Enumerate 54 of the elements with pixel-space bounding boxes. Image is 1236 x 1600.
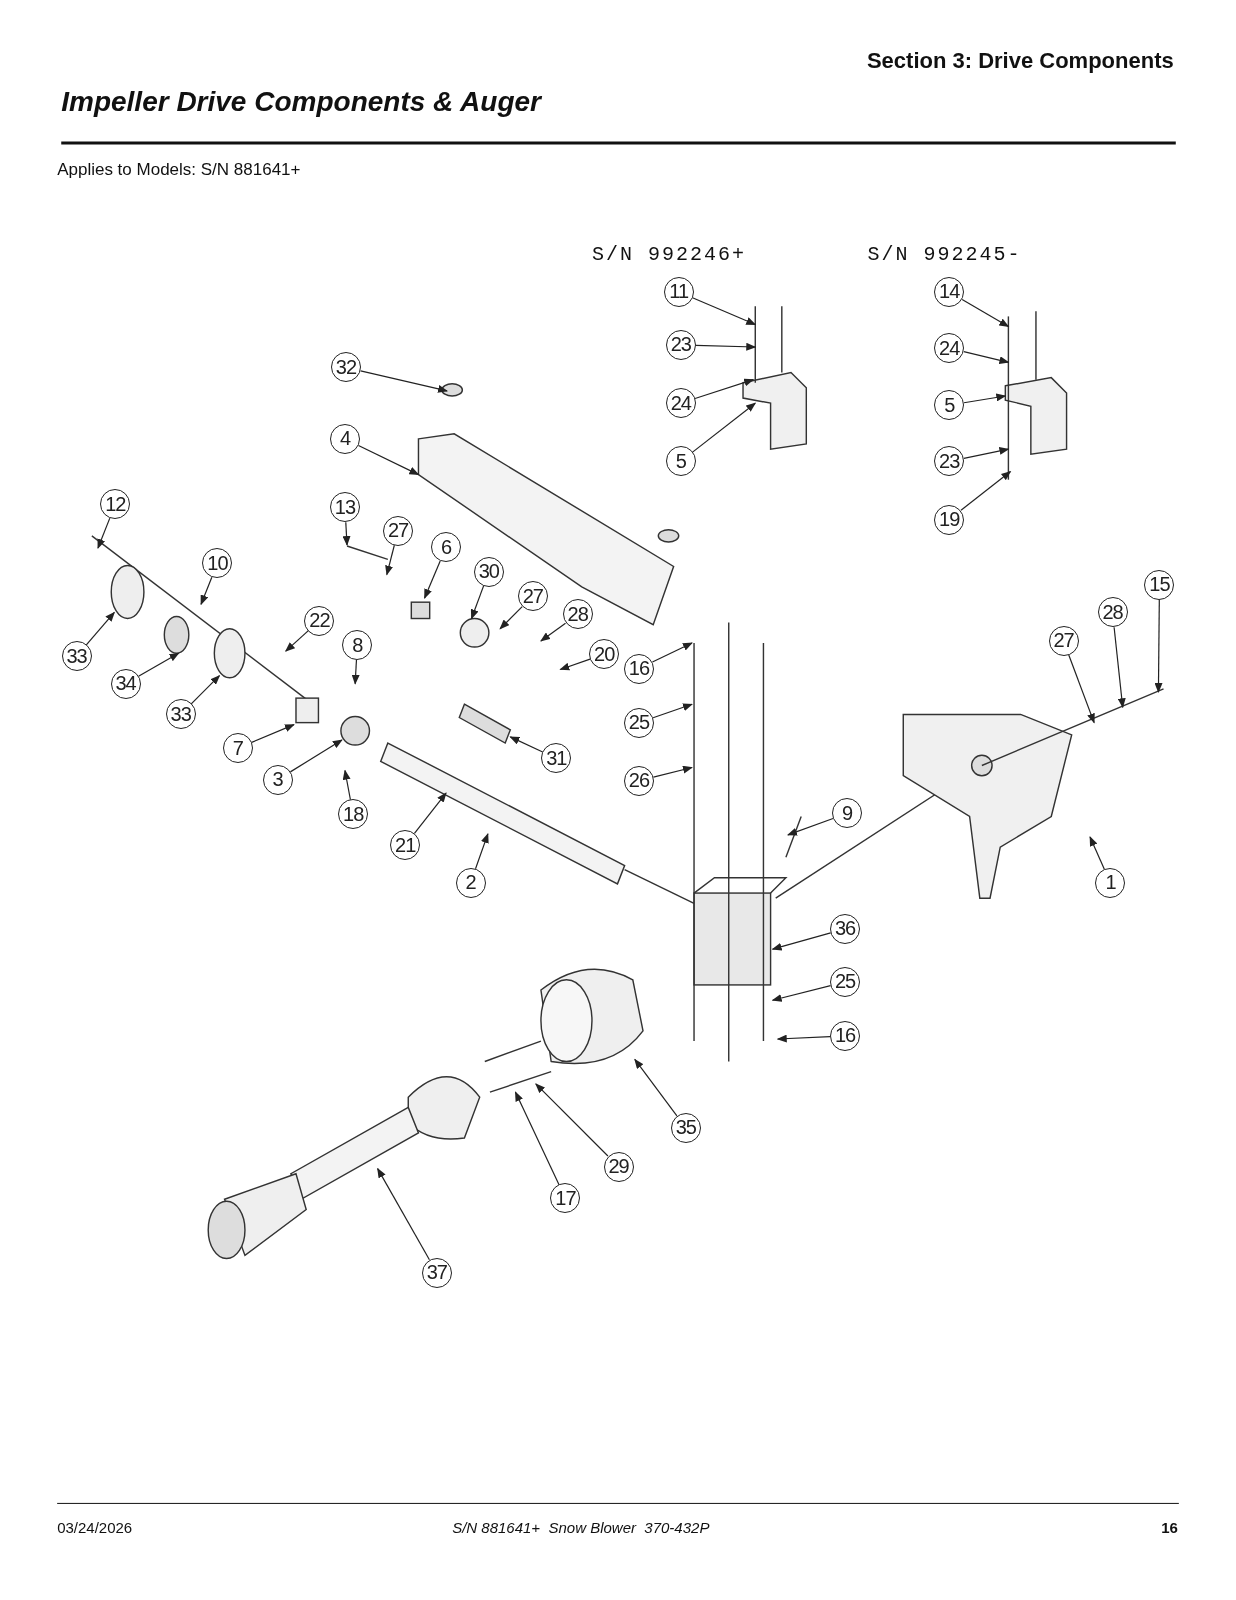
leader-line bbox=[787, 817, 834, 836]
leader-line bbox=[771, 932, 832, 951]
leader-line bbox=[559, 658, 591, 671]
leader-line bbox=[385, 544, 395, 576]
leader-line bbox=[470, 585, 485, 620]
leader-line bbox=[692, 402, 757, 453]
serial-range-label: S/N 992245- bbox=[867, 242, 1022, 266]
leader-line bbox=[190, 674, 221, 705]
leader-line bbox=[200, 576, 213, 606]
leader-line bbox=[357, 444, 420, 476]
leader-line bbox=[342, 521, 351, 546]
leader-line bbox=[285, 630, 309, 652]
leader-line bbox=[413, 792, 447, 834]
page-title: Impeller Drive Components & Auger bbox=[61, 85, 541, 118]
leader-line bbox=[377, 1167, 431, 1261]
leader-line bbox=[963, 350, 1010, 365]
leader-line bbox=[961, 298, 1010, 328]
leader-line bbox=[652, 765, 693, 778]
leader-line bbox=[342, 769, 351, 801]
leader-line bbox=[1068, 654, 1095, 724]
leader-line bbox=[289, 739, 343, 773]
section-heading: Section 3: Drive Components bbox=[866, 47, 1174, 74]
leader-line bbox=[1113, 626, 1126, 709]
leader-line bbox=[474, 832, 489, 870]
leader-line bbox=[776, 1034, 831, 1043]
leader-line bbox=[97, 517, 111, 549]
leader-line bbox=[351, 659, 360, 685]
leader-line bbox=[85, 611, 115, 646]
leader-line bbox=[651, 642, 693, 663]
leader-line bbox=[535, 1083, 609, 1157]
leader-line bbox=[360, 370, 448, 393]
page-number: 16 bbox=[1161, 1518, 1178, 1536]
leader-line bbox=[514, 1091, 560, 1186]
leader-line bbox=[960, 470, 1012, 511]
leader-line bbox=[694, 378, 755, 400]
leader-line bbox=[251, 724, 295, 743]
serial-range-label: S/N 992246+ bbox=[591, 242, 746, 266]
leader-line bbox=[695, 342, 757, 351]
leader-line bbox=[1154, 599, 1163, 693]
leader-line bbox=[137, 652, 180, 677]
footer-document-id: S/N 881641+ Snow Blower 370-432P bbox=[452, 1518, 710, 1536]
leader-line bbox=[499, 606, 523, 630]
leader-line bbox=[691, 297, 757, 326]
leader-line bbox=[771, 984, 832, 1002]
leader-line bbox=[424, 560, 441, 599]
leader-line bbox=[963, 447, 1010, 459]
leader-line bbox=[509, 736, 544, 753]
footer-date: 03/24/2026 bbox=[57, 1518, 133, 1536]
leader-line bbox=[634, 1058, 678, 1117]
leader-line bbox=[652, 703, 693, 719]
leader-line bbox=[1089, 836, 1105, 870]
models-note: Applies to Models: S/N 881641+ bbox=[57, 160, 301, 181]
leader-line bbox=[963, 393, 1007, 404]
leader-line bbox=[540, 622, 567, 642]
